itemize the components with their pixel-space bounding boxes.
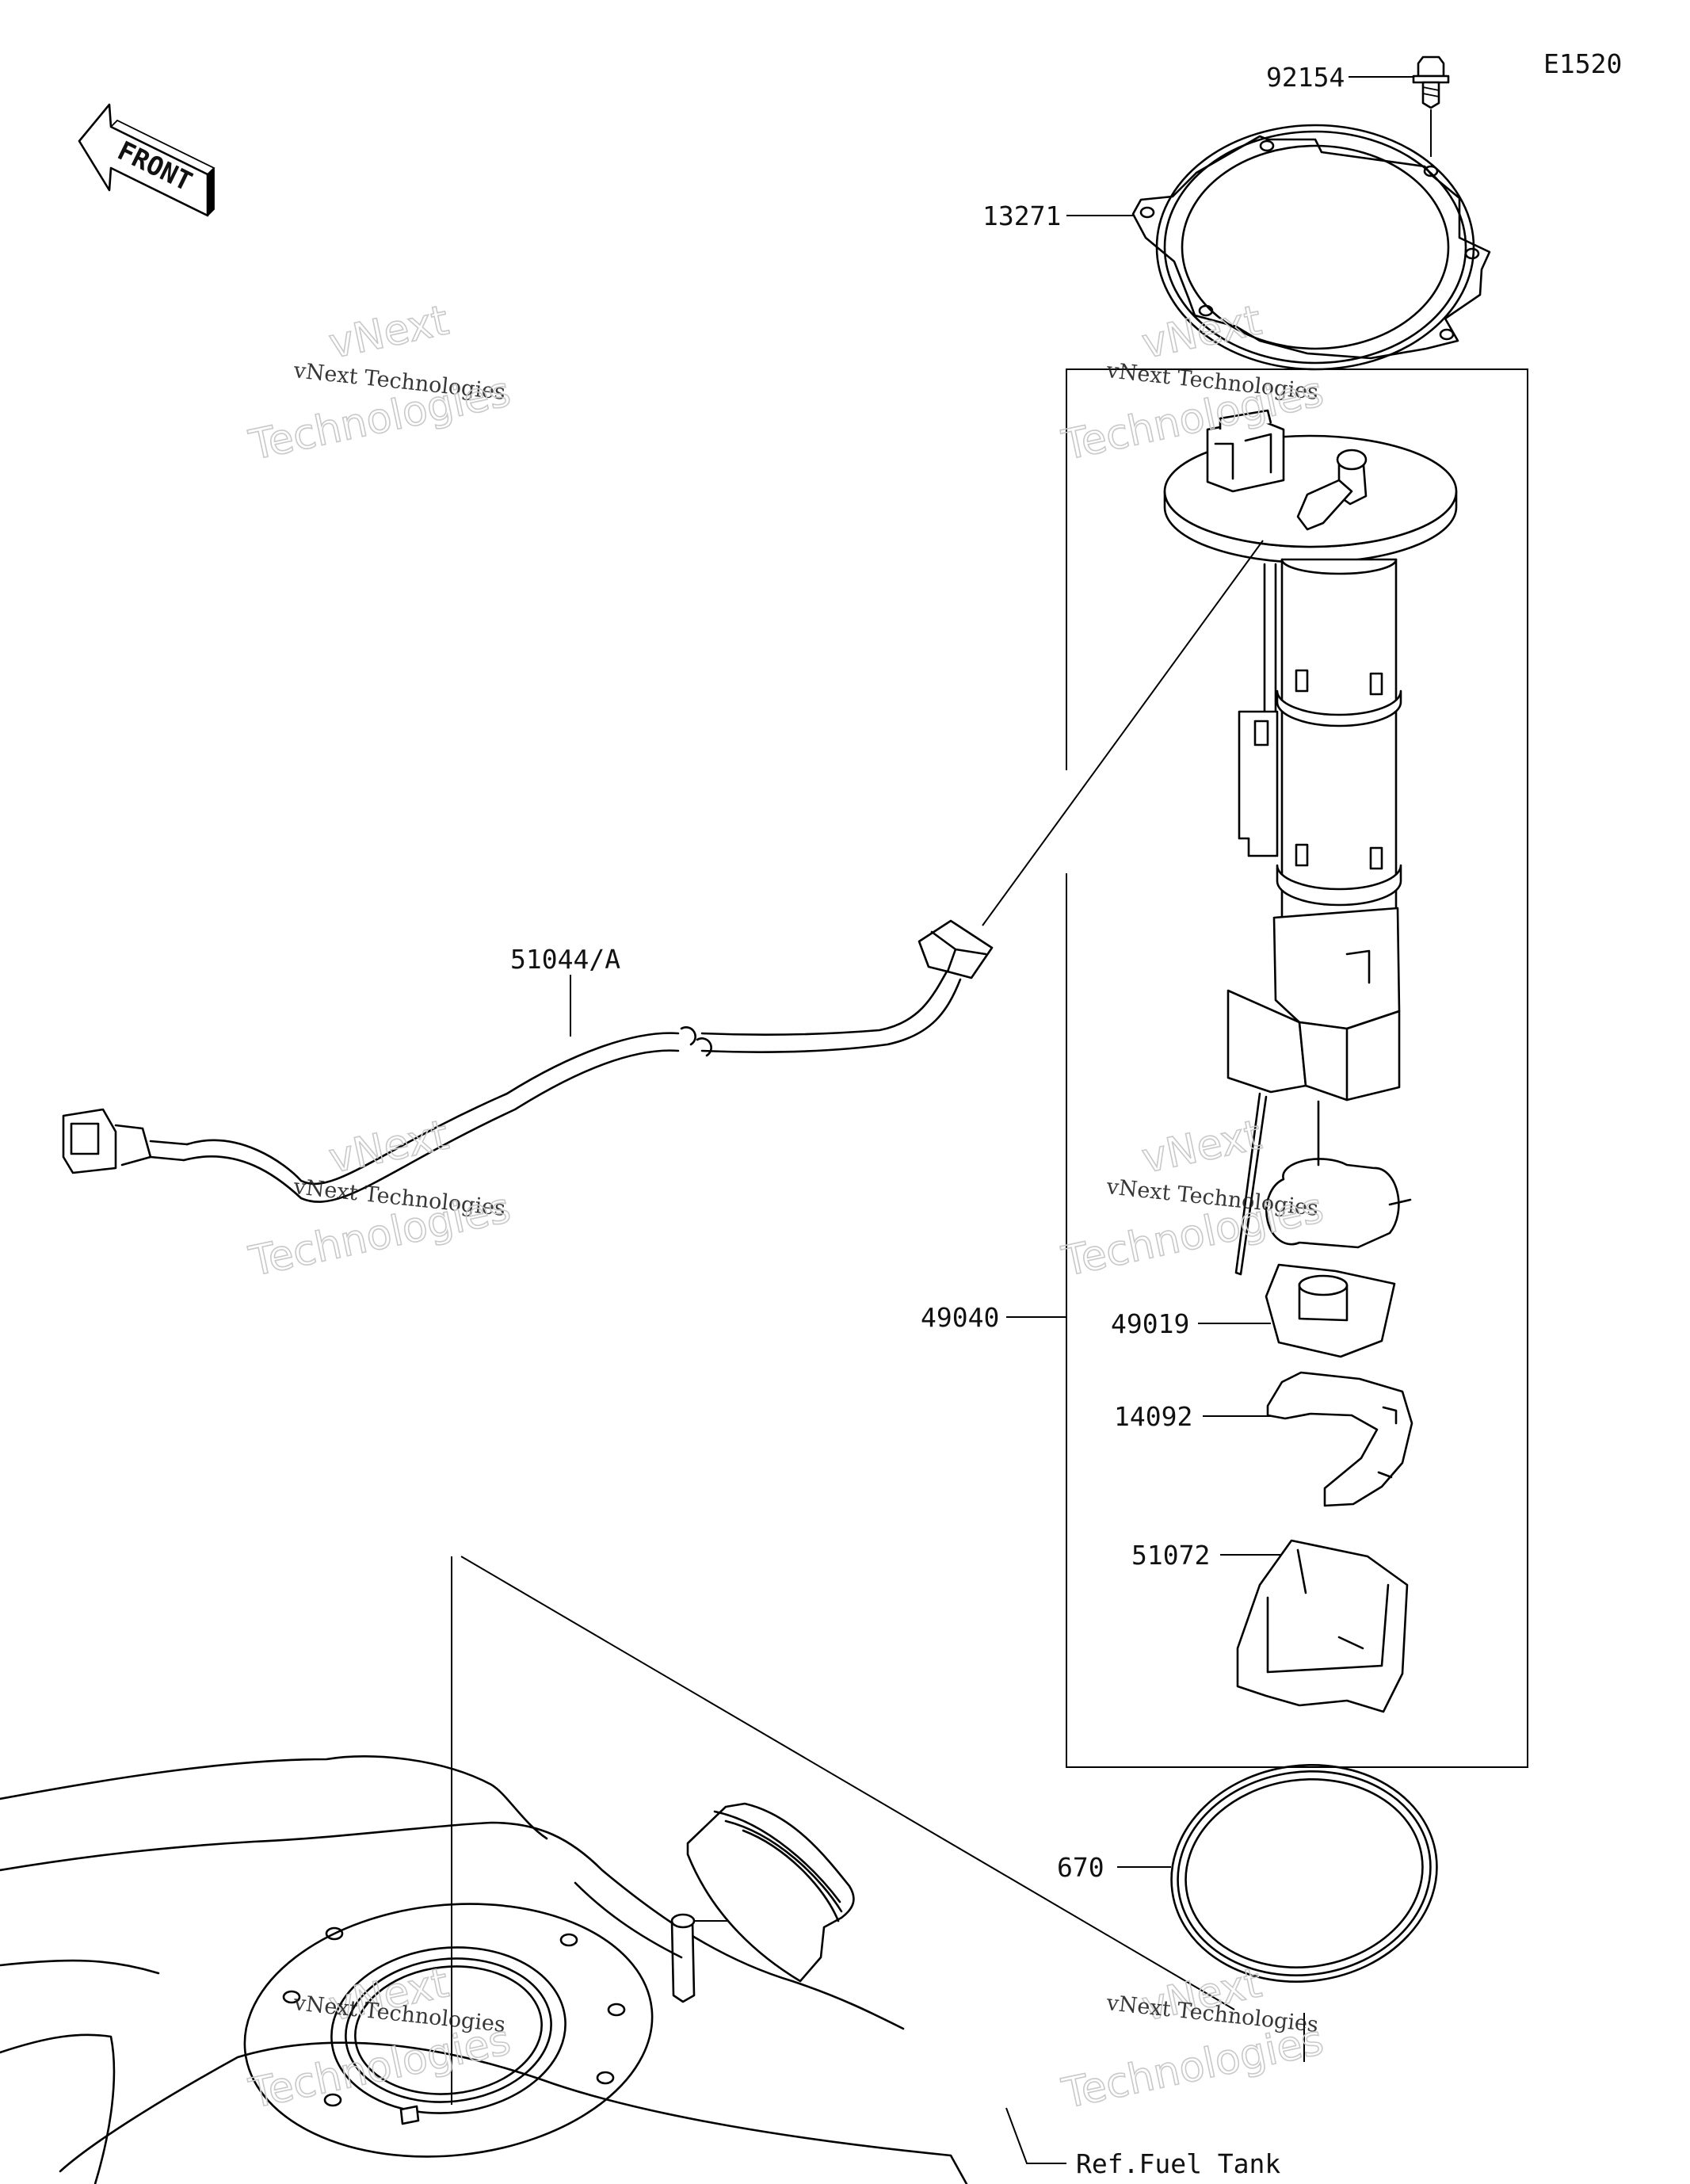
part-label-92154: 92154 <box>1266 62 1345 93</box>
clip-14092 <box>1266 1371 1413 1507</box>
svg-text:vNext: vNext <box>325 1111 452 1182</box>
svg-text:vNext: vNext <box>325 296 452 368</box>
assembly-box <box>1066 368 1528 1768</box>
svg-text:Technologies: Technologies <box>1058 2017 1327 2118</box>
part-label-14092: 14092 <box>1114 1401 1192 1432</box>
part-label-51044: 51044/A <box>510 944 620 975</box>
part-label-13271: 13271 <box>982 200 1061 231</box>
watermark-4: vNext vNext Technologies Technologies <box>1057 1111 1328 1287</box>
fuel-tank-ref <box>0 1556 1235 2184</box>
case-51072 <box>1236 1539 1409 1713</box>
part-label-51072: 51072 <box>1131 1540 1210 1571</box>
front-arrow-icon: FRONT <box>78 103 216 217</box>
watermark-1: vNext vNext Technologies Technologies <box>244 296 515 471</box>
svg-text:Technologies: Technologies <box>245 2017 514 2118</box>
watermark-3: vNext vNext Technologies Technologies <box>244 1111 515 1287</box>
filter-cap-49019 <box>1265 1263 1396 1358</box>
bolt-92154 <box>1412 55 1450 109</box>
fuel-hose-51044 <box>62 540 1264 1203</box>
retainer-plate-13271 <box>1131 124 1491 371</box>
diagram-code: E1520 <box>1543 48 1622 79</box>
fuel-pump-assembly <box>1163 409 1458 1276</box>
part-label-49040: 49040 <box>921 1302 999 1333</box>
svg-text:vNext: vNext <box>1138 1111 1265 1182</box>
watermark-6: vNext vNext Technologies Technologies <box>1057 1959 1328 2119</box>
watermark-5: vNext vNext Technologies Technologies <box>244 1959 515 2119</box>
ref-fuel-tank-label: Ref.Fuel Tank <box>1076 2148 1280 2179</box>
gasket-670 <box>1170 1764 1438 1983</box>
part-label-670: 670 <box>1057 1852 1104 1883</box>
part-label-49019: 49019 <box>1111 1308 1189 1339</box>
